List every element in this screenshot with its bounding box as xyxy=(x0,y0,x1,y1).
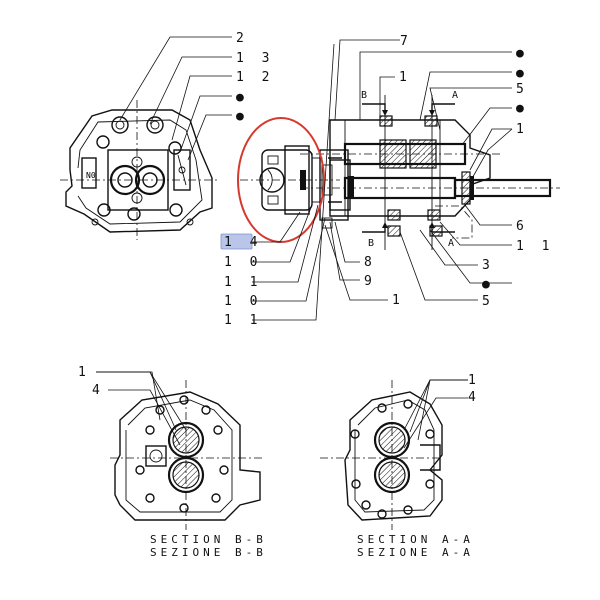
section-b-bottom-mark: B xyxy=(368,238,374,249)
section-b-leaders xyxy=(96,371,187,446)
callout-tl-4: ● xyxy=(236,109,249,124)
callout-rb-3: ● xyxy=(482,277,495,292)
callout-top-center: 7 xyxy=(400,34,413,49)
left-leaders xyxy=(252,43,335,321)
callout-cb-2: 1 xyxy=(392,293,405,308)
callout-rb-1: 1 1 xyxy=(516,239,554,254)
callout-tl-2: 1 2 xyxy=(236,70,274,85)
callout-labels: 2 1 3 1 2 ● ● 1 4 1 0 1 1 1 0 1 1 7 ● ● … xyxy=(224,31,554,328)
section-a-leaders xyxy=(403,379,468,449)
top-left-leaders xyxy=(119,36,232,161)
callout-left-4: 1 1 xyxy=(224,313,262,328)
section-a-label-1: 1 xyxy=(468,373,481,388)
caption-section-b-en: SECTION B-B xyxy=(150,533,267,546)
callout-rb-0: 6 xyxy=(516,219,529,234)
callout-rt-1: ● xyxy=(516,66,529,81)
section-a-view xyxy=(320,380,443,530)
callout-left-0: 1 4 xyxy=(224,235,262,250)
highlighted-component xyxy=(240,145,342,215)
highlight-label-box xyxy=(220,233,253,250)
section-b-top-mark: B xyxy=(361,90,367,101)
caption-section-b-it: SEZIONE B-B xyxy=(150,546,267,559)
callout-rb-2: 3 xyxy=(482,258,495,273)
callout-left-1: 1 0 xyxy=(224,255,262,270)
section-a-bottom-mark: A xyxy=(448,238,454,249)
pump-section-view xyxy=(300,95,560,250)
section-b-label-1: 1 xyxy=(78,365,91,380)
callout-cb-1: 9 xyxy=(364,274,377,289)
callout-left-3: 1 0 xyxy=(224,294,262,309)
section-a-top-mark: A xyxy=(452,90,458,101)
highlight-ring xyxy=(237,117,325,243)
svg-text:N0: N0 xyxy=(86,171,96,180)
callout-rb-4: 5 xyxy=(482,294,495,309)
caption-section-a-it: SEZIONE A-A xyxy=(357,546,474,559)
pump-front-view: N0 xyxy=(60,100,218,240)
section-b-view xyxy=(110,380,262,530)
right-leaders xyxy=(334,39,513,301)
center-leaders xyxy=(324,221,388,301)
callout-rt-4: ● xyxy=(516,101,529,116)
callout-rt-2: 1 xyxy=(399,70,412,85)
callout-tl-3: ● xyxy=(236,90,249,105)
callout-tl-1: 1 3 xyxy=(236,51,274,66)
callout-rt-5: 1 xyxy=(516,122,529,137)
callout-tl-0: 2 xyxy=(236,31,249,46)
callout-rt-0: ● xyxy=(516,46,529,61)
section-markers: B A B A xyxy=(361,90,458,249)
section-a-label-4: 4 xyxy=(468,390,481,405)
caption-section-a-en: SECTION A-A xyxy=(357,533,474,546)
section-b-label-4: 4 xyxy=(92,383,105,398)
callout-cb-0: 8 xyxy=(364,255,377,270)
callout-left-2: 1 1 xyxy=(224,275,262,290)
callout-rt-3: 5 xyxy=(516,82,529,97)
